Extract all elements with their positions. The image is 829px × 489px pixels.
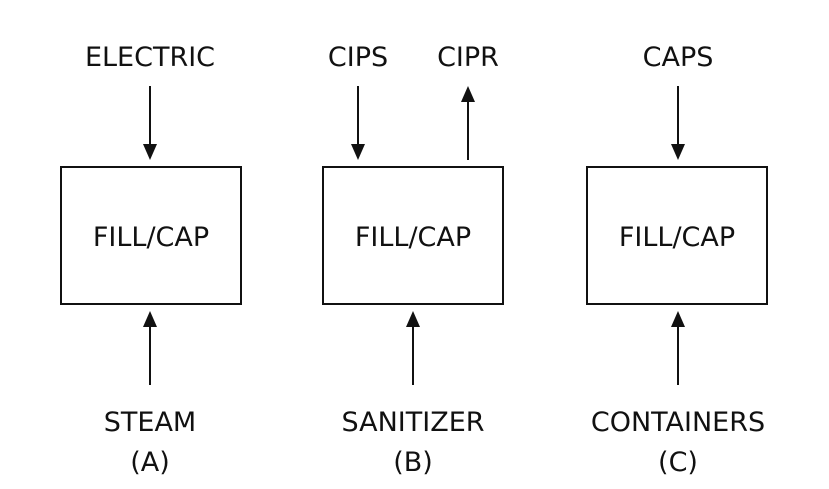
panel-a-caption: (A): [130, 447, 170, 478]
panel-c-bottom-input-label: CONTAINERS: [591, 407, 765, 438]
panel-c-caption: (C): [658, 447, 698, 478]
panel-b-top-output-arrow: [461, 86, 475, 160]
panel-b-bottom-input-label: SANITIZER: [341, 407, 484, 438]
panel-c: CAPS FILL/CAP CONTAINERS (C): [586, 42, 768, 478]
panel-b-box-label: FILL/CAP: [355, 222, 471, 253]
panel-b: CIPS CIPR FILL/CAP SANITIZER (B): [322, 42, 504, 478]
panel-b-top-output-label: CIPR: [437, 42, 499, 73]
panel-b-fill-cap-box: [322, 166, 504, 305]
panel-b-top-input-arrow: [351, 86, 365, 160]
panel-c-top-input-arrow: [671, 86, 685, 160]
panel-a: ELECTRIC FILL/CAP STEAM (A): [60, 42, 242, 478]
panel-a-bottom-input-label: STEAM: [104, 407, 196, 438]
panel-c-bottom-input-arrow: [671, 311, 685, 385]
panel-a-bottom-input-arrow: [143, 311, 157, 385]
panel-b-top-input-label: CIPS: [328, 42, 388, 73]
panel-a-box-label: FILL/CAP: [93, 222, 209, 253]
panel-a-top-input-label: ELECTRIC: [85, 42, 215, 73]
panel-c-fill-cap-box: [586, 166, 768, 305]
panel-b-bottom-input-arrow: [406, 311, 420, 385]
panel-b-caption: (B): [393, 447, 433, 478]
panel-c-box-label: FILL/CAP: [619, 222, 735, 253]
panel-a-fill-cap-box: [60, 166, 242, 305]
panel-c-top-input-label: CAPS: [643, 42, 714, 73]
panel-a-top-input-arrow: [143, 86, 157, 160]
